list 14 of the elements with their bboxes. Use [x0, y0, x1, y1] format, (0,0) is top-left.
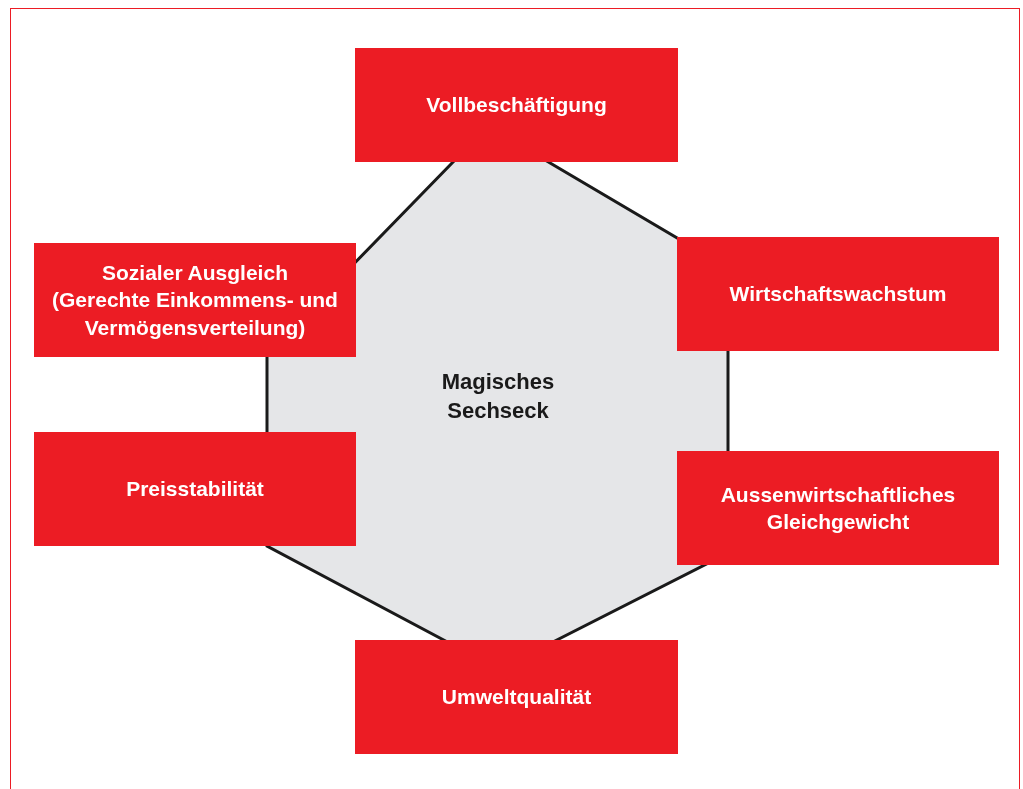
goal-box [355, 640, 678, 754]
box-label: Umweltqualität [441, 684, 592, 711]
goal-box [355, 48, 678, 162]
box-label: Wirtschaftswachstum [729, 281, 947, 308]
box-label: Aussenwirtschaftliches Gleichgewicht [719, 481, 957, 535]
goal-box [34, 432, 356, 546]
box-label: Sozialer Ausgleich [102, 260, 288, 287]
goal-box [34, 243, 356, 357]
goal-box [677, 451, 999, 565]
center-label: Magisches Sechseck [440, 368, 556, 425]
box-label: Vollbeschäftigung [426, 92, 607, 119]
box-label: (Gerechte Einkommens- und Vermögensverteilung) [51, 287, 339, 341]
box-label: Preisstabilität [126, 476, 264, 503]
goal-box [677, 237, 999, 351]
